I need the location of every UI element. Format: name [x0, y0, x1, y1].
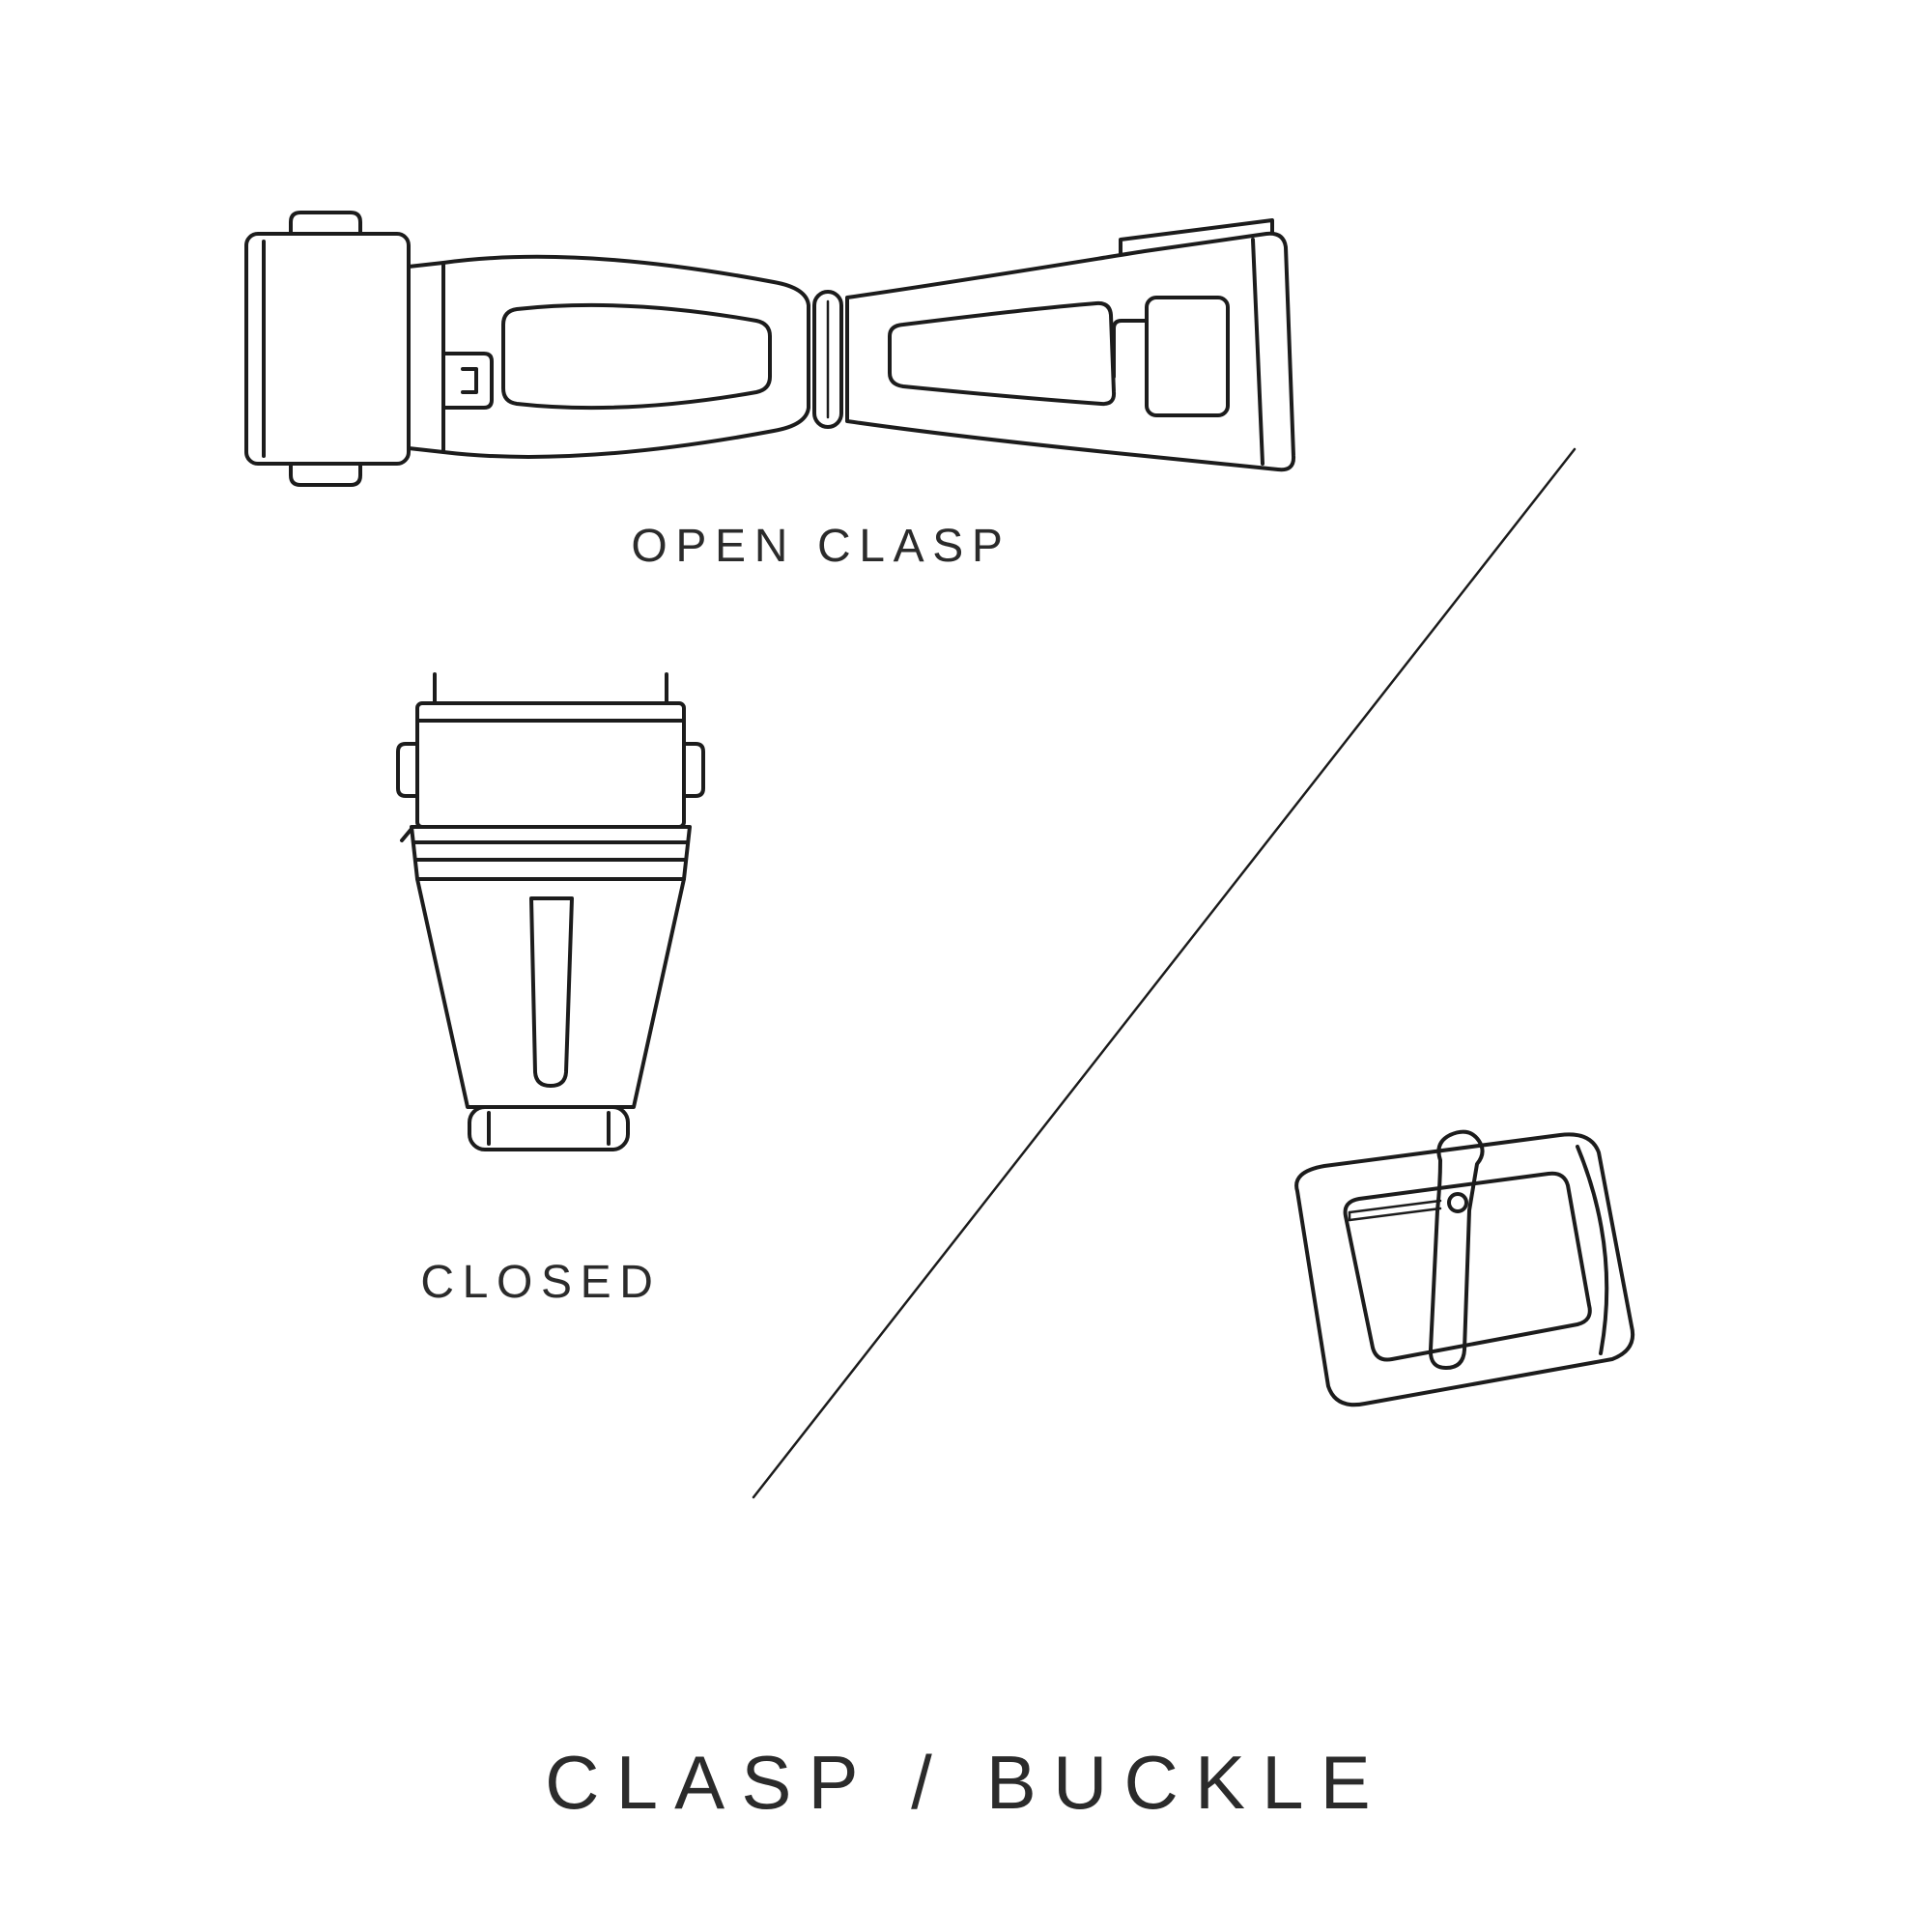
connector-bar	[407, 261, 445, 454]
hinge	[812, 290, 843, 429]
band-section	[400, 825, 692, 881]
divider-line	[752, 447, 1577, 1499]
spring-bar	[1348, 1199, 1442, 1222]
buckle-figure	[1241, 1096, 1666, 1444]
bottom-bar	[468, 1105, 630, 1151]
closed-clasp-illustration	[396, 672, 705, 1151]
open-clasp-illustration	[244, 211, 1296, 487]
fold-piece	[244, 211, 411, 487]
buckle-tang	[1428, 1129, 1485, 1370]
diagram-title: CLASP / BUCKLE	[545, 1740, 1387, 1825]
closed-clasp-label: CLOSED	[420, 1257, 662, 1308]
open-clasp-figure	[227, 184, 1319, 502]
closed-clasp-figure	[386, 667, 715, 1208]
buckle-illustration	[1294, 1129, 1634, 1407]
open-clasp-label: OPEN CLASP	[631, 521, 1011, 572]
top-block	[396, 672, 705, 829]
left-arm	[441, 254, 810, 459]
tapered-body	[415, 877, 686, 1109]
right-arm	[845, 218, 1296, 472]
buckle-frame	[1294, 1132, 1634, 1407]
pin-pivot	[1447, 1192, 1468, 1213]
